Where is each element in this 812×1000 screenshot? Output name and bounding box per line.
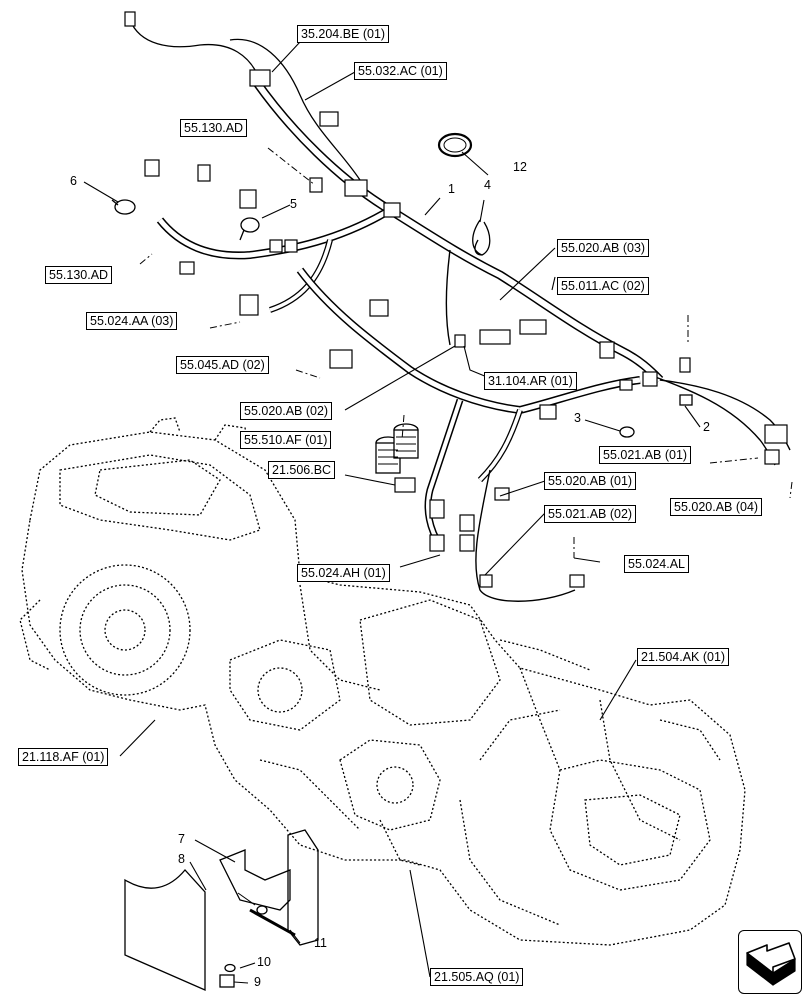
item-number-12: 12 (513, 160, 527, 174)
ref-21-505-aq-01[interactable]: 21.505.AQ (01) (430, 968, 524, 986)
ref-55-045-ad-02[interactable]: 55.045.AD (02) (176, 356, 269, 374)
ref-55-021-ab-01[interactable]: 55.021.AB (01) (599, 446, 692, 464)
ref-55-021-ab-02[interactable]: 55.021.AB (02) (544, 505, 637, 523)
item-number-9: 9 (254, 975, 261, 989)
loose-parts (111, 132, 693, 991)
ref-31-104-ar-01[interactable]: 31.104.AR (01) (484, 372, 577, 390)
ref-55-024-al[interactable]: 55.024.AL (624, 555, 689, 573)
ref-55-510-af-01[interactable]: 55.510.AF (01) (240, 431, 332, 449)
item-number-10: 10 (257, 955, 271, 969)
item-number-4: 4 (484, 178, 491, 192)
item-number-2: 2 (703, 420, 710, 434)
item-number-11: 11 (314, 936, 327, 950)
item-number-7: 7 (178, 832, 185, 846)
ref-21-504-ak-01[interactable]: 21.504.AK (01) (637, 648, 730, 666)
item-number-6: 6 (70, 174, 77, 188)
ref-21-506-bc[interactable]: 21.506.BC (268, 461, 336, 479)
ref-55-032-ac-01[interactable]: 55.032.AC (01) (354, 62, 447, 80)
ref-35-204-be-01[interactable]: 35.204.BE (01) (297, 25, 390, 43)
ref-55-020-ab-01[interactable]: 55.020.AB (01) (544, 472, 637, 490)
ref-55-011-ac-02[interactable]: 55.011.AC (02) (557, 277, 649, 295)
item-number-5: 5 (290, 197, 297, 211)
ref-55-020-ab-04[interactable]: 55.020.AB (04) (670, 498, 763, 516)
ref-55-020-ab-03[interactable]: 55.020.AB (03) (557, 239, 650, 257)
ref-55-130-ad-left[interactable]: 55.130.AD (45, 266, 113, 284)
item-number-8: 8 (178, 852, 185, 866)
item-number-3: 3 (574, 411, 581, 425)
ref-55-020-ab-02[interactable]: 55.020.AB (02) (240, 402, 333, 420)
ref-55-024-aa-03[interactable]: 55.024.AA (03) (86, 312, 178, 330)
wiring-harness (124, 11, 791, 602)
next-page-button[interactable] (738, 930, 802, 994)
next-page-arrow-icon (746, 942, 796, 986)
leader-lines (83, 41, 701, 984)
reference-leaders (139, 147, 793, 558)
ref-55-130-ad-top[interactable]: 55.130.AD (180, 119, 248, 137)
ref-55-024-ah-01[interactable]: 55.024.AH (01) (297, 564, 390, 582)
ref-21-118-af-01[interactable]: 21.118.AF (01) (18, 748, 109, 766)
item-number-1: 1 (448, 182, 455, 196)
transmission-housing (19, 417, 746, 946)
